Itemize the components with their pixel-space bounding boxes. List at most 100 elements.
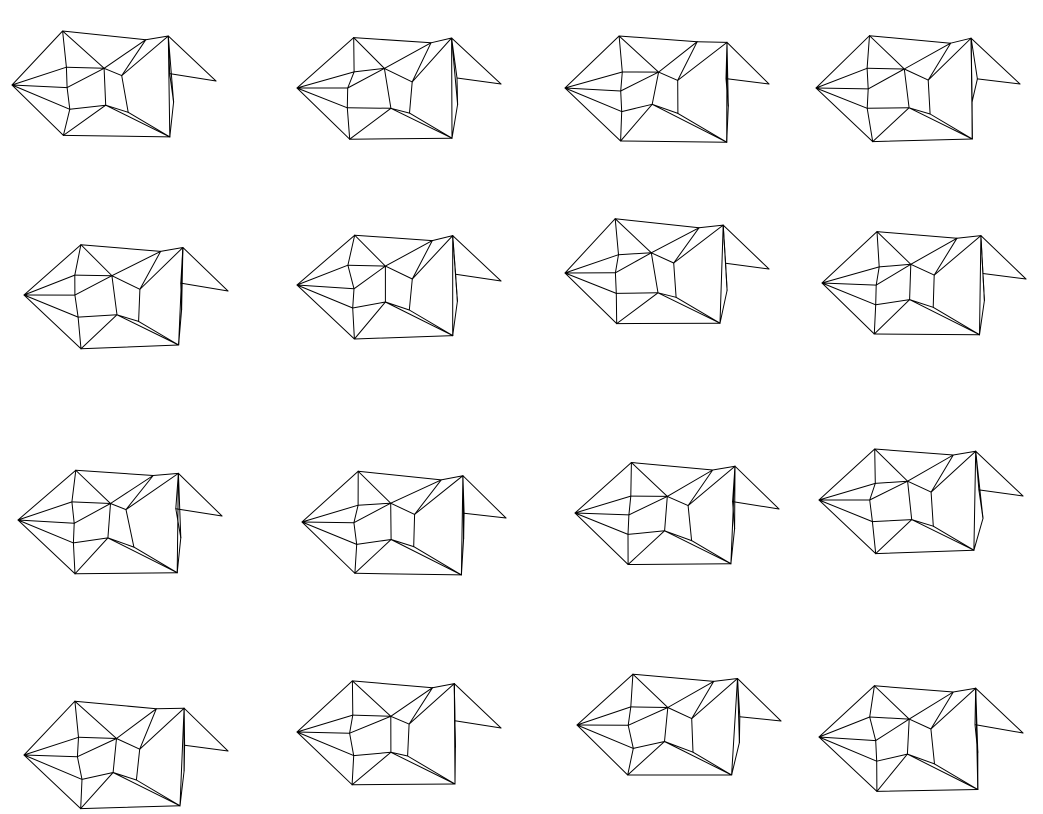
graph-edge [167,35,175,103]
graph-edge [152,472,179,476]
graph-edge [677,112,728,143]
graph-edge [950,37,972,44]
graph-edge [618,35,660,73]
graph-edge [664,741,694,753]
graph-edge [907,454,954,482]
graph-edge [354,234,433,242]
graph-edge [80,772,114,810]
graph-edge [730,465,736,565]
graph-edge [691,678,738,720]
graph-edge [657,292,677,298]
graph-edge [903,42,952,70]
graph-edge [179,770,185,807]
graph-edge [872,107,910,143]
graph-edge [17,519,75,524]
graph-edge [75,469,154,476]
graph-edge [111,275,118,316]
graph-edge [875,740,878,762]
graph-edge [175,508,182,539]
graph-edge [614,218,619,256]
graph-edge [116,738,141,750]
graph-edge [621,103,653,113]
graph-edge [62,134,171,138]
graph-edge [74,294,79,318]
graph-edge [956,235,982,239]
graph-edge [77,314,118,318]
graph-edge [687,505,693,542]
graph-edge [866,88,869,109]
graph-edge [183,707,229,752]
graph-edge [80,344,180,350]
graph-edge [413,513,416,548]
graph-edge [133,546,178,574]
graph-edge [651,103,728,143]
graph-edge [821,266,880,284]
graph-edge [384,301,410,311]
graph-edge [876,753,908,762]
graph-edge [460,475,464,576]
graph-edge [127,111,171,138]
graph-edge [874,448,876,484]
graph-edge [875,519,913,555]
graph-edge [23,754,78,758]
graph-edge [357,502,392,506]
graph-edge [932,306,980,336]
graph-edge [390,687,433,717]
graph-edge [627,530,666,565]
graph-edge [732,501,780,510]
graph-edge [74,274,113,277]
graph-edge [462,475,507,519]
graph-edge [866,107,910,109]
graph-edge [973,450,977,551]
graph-edge [908,107,931,115]
graph-edge [138,288,141,322]
graph-edge [927,79,931,115]
graph-edge [390,502,416,515]
graph-edge [876,753,908,792]
graph-edge [296,731,353,786]
graph-edge [169,101,175,138]
graph-edge [980,235,1027,280]
graph-edge [74,700,79,738]
graph-edge [908,691,954,720]
graph-edge [869,482,876,501]
graph-edge [664,495,668,532]
graph-edge [347,71,355,89]
graph-edge [818,499,877,555]
graph-edge [725,78,770,85]
graph-edge [431,235,454,242]
graph-edge [62,108,71,136]
graph-edge [135,748,141,781]
graph-edge [301,504,359,523]
graph-edge [11,84,68,89]
graph-edge [691,540,732,565]
graph-edge [182,247,229,292]
graph-edge [71,469,77,503]
graph-edge [731,678,738,776]
graph-edge [74,700,157,710]
graph-edge [576,706,632,726]
graph-edge [62,30,147,41]
graph-edge [982,273,1027,280]
graph-edge [346,107,392,109]
graph-edge [354,539,392,574]
graph-edge [627,741,665,776]
graph-edge [105,104,129,113]
graph-edge [821,282,877,286]
graph-edge [677,41,698,81]
graph-edge [296,71,355,89]
graph-edge [574,462,632,514]
graph-edge [618,35,698,43]
graph-edge [175,508,223,517]
graph-edge [667,680,715,708]
graph-edge [383,42,432,69]
graph-edge [353,301,386,340]
graph-edge [627,563,732,565]
graph-edge [614,254,619,274]
graph-edge [73,503,111,524]
graph-edge [121,75,129,113]
graph-edge [353,502,392,524]
graph-edge [454,720,502,729]
graph-panel-13 [23,700,229,810]
graph-edge [875,549,975,555]
